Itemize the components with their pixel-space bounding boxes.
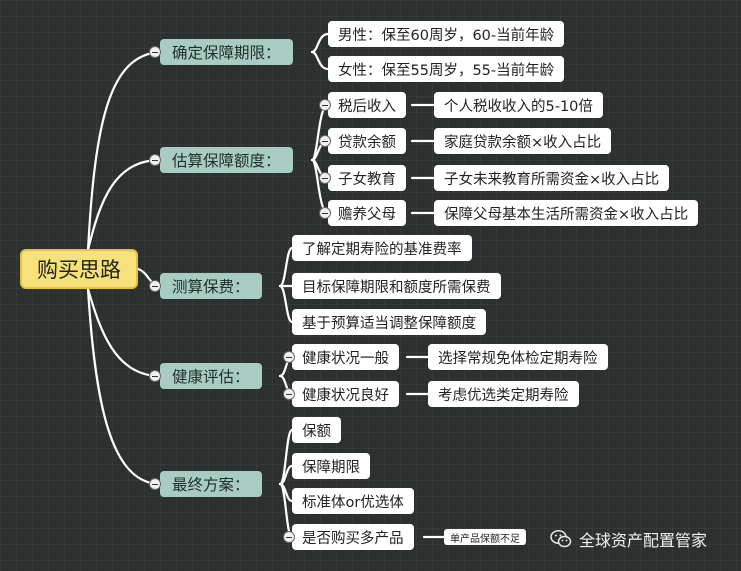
wechat-icon	[550, 530, 572, 548]
leaf-period-male[interactable]: 男性：保至60周岁，60-当前年龄	[328, 21, 565, 47]
leaf-amount-education[interactable]: 子女教育	[328, 165, 406, 191]
leaf-health-good-detail[interactable]: 考虑优选类定期寿险	[428, 381, 579, 407]
collapse-toggle-parents[interactable]	[319, 207, 331, 219]
leaf-amount-income-detail[interactable]: 个人税收收入的5-10倍	[434, 92, 603, 118]
collapse-toggle-education[interactable]	[319, 172, 331, 184]
leaf-plan-body-type[interactable]: 标准体or优选体	[292, 488, 414, 514]
leaf-premium-adjust[interactable]: 基于预算适当调整保障额度	[292, 309, 486, 335]
leaf-amount-parents-detail[interactable]: 保障父母基本生活所需资金×收入占比	[434, 200, 699, 226]
leaf-amount-education-detail[interactable]: 子女未来教育所需资金×收入占比	[434, 165, 670, 191]
branch-plan[interactable]: 最终方案：	[160, 471, 262, 497]
leaf-health-normal[interactable]: 健康状况一般	[292, 344, 399, 370]
leaf-plan-amount[interactable]: 保额	[292, 417, 341, 443]
collapse-toggle-income[interactable]	[319, 99, 331, 111]
branch-health[interactable]: 健康评估：	[160, 363, 262, 389]
leaf-plan-period[interactable]: 保障期限	[292, 453, 370, 479]
collapse-toggle-loan[interactable]	[319, 135, 331, 147]
collapse-toggle-health-normal[interactable]	[283, 351, 295, 363]
collapse-toggle-health-good[interactable]	[283, 388, 295, 400]
watermark-text: 全球资产配置管家	[579, 531, 708, 550]
root-node[interactable]: 购买思路	[20, 249, 138, 289]
branch-premium[interactable]: 测算保费：	[160, 273, 262, 299]
collapse-toggle-premium[interactable]	[149, 280, 161, 292]
collapse-toggle-multi-product[interactable]	[283, 531, 295, 543]
leaf-plan-multi-product[interactable]: 是否购买多产品	[292, 524, 414, 550]
leaf-health-good[interactable]: 健康状况良好	[292, 381, 399, 407]
leaf-amount-loan-detail[interactable]: 家庭贷款余额×收入占比	[434, 128, 612, 154]
collapse-toggle-plan[interactable]	[149, 478, 161, 490]
collapse-toggle-amount[interactable]	[149, 154, 161, 166]
leaf-health-normal-detail[interactable]: 选择常规免体检定期寿险	[428, 344, 608, 370]
leaf-premium-target[interactable]: 目标保障期限和额度所需保费	[292, 273, 501, 299]
collapse-toggle-health[interactable]	[149, 370, 161, 382]
leaf-premium-base-rate[interactable]: 了解定期寿险的基准费率	[292, 235, 472, 261]
leaf-amount-parents[interactable]: 赡养父母	[328, 200, 406, 226]
leaf-plan-multi-product-note[interactable]: 单产品保额不足	[444, 529, 526, 545]
leaf-amount-loan[interactable]: 贷款余额	[328, 128, 406, 154]
branch-amount[interactable]: 估算保障额度：	[160, 147, 293, 173]
watermark: 全球资产配置管家	[550, 526, 707, 552]
collapse-toggle-period[interactable]	[149, 46, 161, 58]
leaf-amount-income[interactable]: 税后收入	[328, 92, 406, 118]
branch-period[interactable]: 确定保障期限：	[160, 39, 293, 65]
leaf-period-female[interactable]: 女性：保至55周岁，55-当前年龄	[328, 56, 565, 82]
